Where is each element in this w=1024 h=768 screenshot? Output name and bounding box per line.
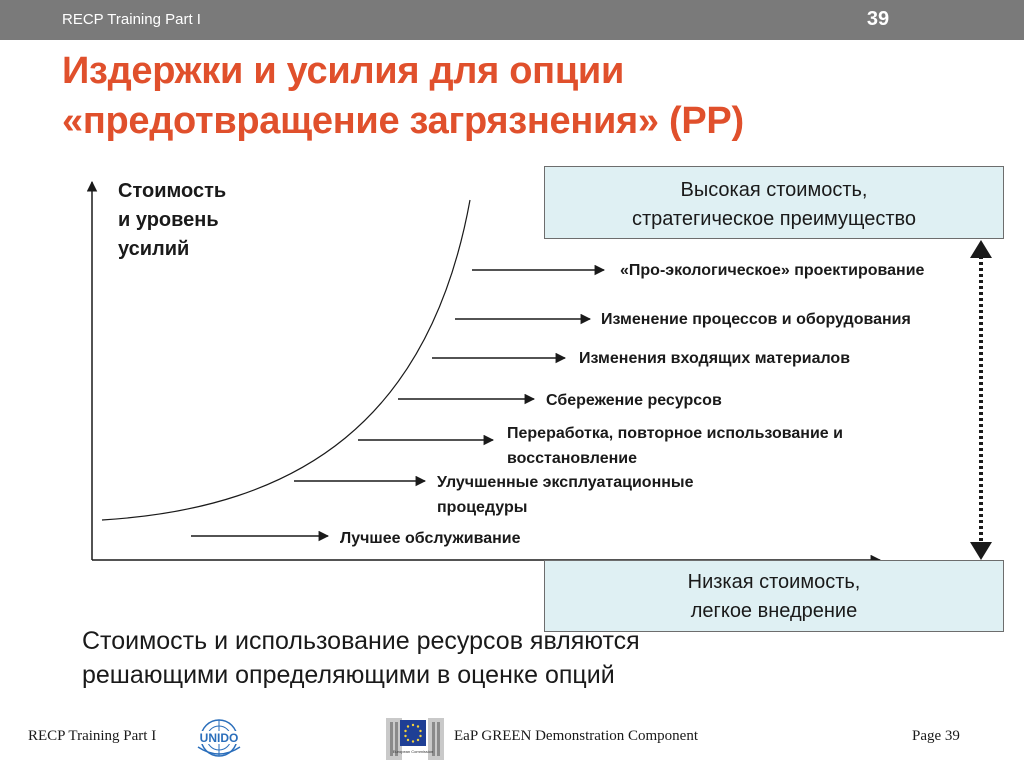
- option-operating-procedures-text-1: Улучшенные эксплуатационные: [437, 474, 694, 491]
- eu-logo-text: European Commission: [393, 749, 433, 754]
- y-axis-label-line-1: Стоимость: [118, 180, 227, 202]
- slide-title-line-1: Издержки и усилия для опции: [62, 50, 625, 92]
- footer-component-title: EaP GREEN Demonstration Component: [454, 728, 698, 744]
- y-axis-label: Стоимость и уровень усилий: [118, 177, 298, 264]
- header-bar: RECP Training Part I 39: [0, 0, 1024, 40]
- footer-page-number: Page 39: [912, 728, 960, 744]
- unido-logo: UNIDO: [194, 717, 244, 761]
- low-cost-box: Низкая стоимость, легкое внедрение: [544, 560, 1004, 632]
- option-recycling-text-1: Переработка, повторное использование и: [507, 425, 843, 442]
- option-resource-saving-text: Сбережение ресурсов: [546, 392, 722, 409]
- low-cost-box-line-1: Низкая стоимость,: [687, 571, 861, 593]
- eu-logo-graphic: European Commission: [386, 718, 444, 760]
- high-cost-box: Высокая стоимость, стратегическое преиму…: [544, 166, 1004, 239]
- option-input-change-text: Изменения входящих материалов: [579, 350, 851, 367]
- high-cost-box-line-2: стратегическое преимущество: [631, 208, 917, 230]
- option-operating-procedures-text-2: процедуры: [437, 499, 528, 516]
- option-recycling-text-2: восстановление: [507, 450, 638, 467]
- y-axis-label-line-3: усилий: [118, 238, 190, 260]
- option-eco-design: «Про-экологическое» проектирование: [620, 258, 924, 283]
- header-course-title: RECP Training Part I: [62, 11, 201, 28]
- option-operating-procedures: Улучшенные эксплуатационные процедуры: [437, 470, 693, 520]
- cost-range-arrowhead-top: [970, 240, 992, 258]
- y-axis-label-line-2: и уровень: [118, 209, 219, 231]
- option-input-change: Изменения входящих материалов: [579, 346, 850, 371]
- cost-range-arrowhead-bottom: [970, 542, 992, 560]
- low-cost-box-line-2: легкое внедрение: [690, 600, 858, 622]
- footer-course-title: RECP Training Part I: [28, 728, 157, 744]
- high-cost-box-line-1: Высокая стоимость,: [680, 179, 868, 201]
- slide-title: Издержки и усилия для опции «предотвраще…: [62, 46, 962, 146]
- unido-logo-graphic: UNIDO: [196, 719, 242, 757]
- option-process-change-text: Изменение процессов и оборудования: [601, 311, 911, 328]
- option-process-change: Изменение процессов и оборудования: [601, 307, 911, 332]
- option-resource-saving: Сбережение ресурсов: [546, 388, 722, 413]
- eu-logo: European Commission: [384, 716, 446, 762]
- option-recycling: Переработка, повторное использование и в…: [507, 421, 843, 471]
- option-good-housekeeping: Лучшее обслуживание: [340, 526, 520, 551]
- unido-logo-text: UNIDO: [200, 731, 239, 745]
- slide-title-line-2: «предотвращение загрязнения» (PP): [62, 100, 744, 142]
- summary-line-1: Стоимость и использование ресурсов являю…: [82, 627, 640, 655]
- header-slide-number: 39: [866, 8, 890, 30]
- option-good-housekeeping-text: Лучшее обслуживание: [340, 530, 521, 547]
- option-eco-design-text: «Про-экологическое» проектирование: [620, 262, 925, 279]
- summary-text: Стоимость и использование ресурсов являю…: [82, 624, 842, 692]
- summary-line-2: решающими определяющими в оценке опций: [82, 661, 615, 689]
